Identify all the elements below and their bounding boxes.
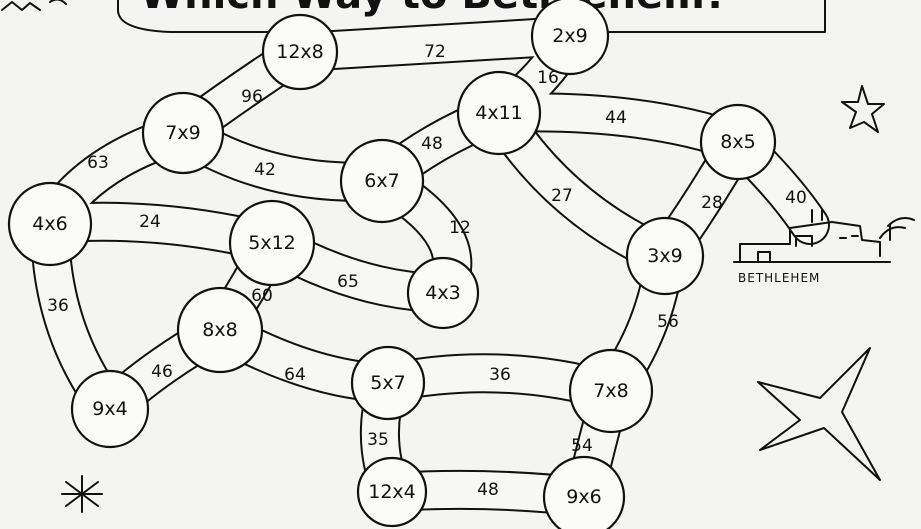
problem-node-4x3[interactable]: 4x3 (408, 258, 478, 328)
path-answer-label: 36 (47, 296, 69, 316)
path-answer-label: 36 (489, 365, 511, 385)
problem-node-5x7[interactable]: 5x7 (352, 347, 424, 419)
node-label: 9x4 (92, 398, 127, 420)
node-label: 12x8 (276, 41, 324, 63)
problem-node-7x9[interactable]: 7x9 (143, 93, 223, 173)
problem-node-8x5[interactable]: 8x5 (701, 105, 775, 179)
problem-node-4x11[interactable]: 4x11 (458, 72, 540, 154)
problem-node-4x6[interactable]: 4x6 (9, 183, 91, 265)
path-answer-label: 48 (421, 134, 443, 154)
node-label: 5x7 (370, 372, 405, 394)
problem-node-12x8a[interactable]: 12x8 (263, 15, 337, 89)
path-answer-label: 56 (657, 312, 679, 332)
node-label: 7x9 (165, 122, 200, 144)
path-answer-label: 40 (785, 188, 807, 208)
node-label: 4x3 (425, 282, 460, 304)
problem-node-8x8[interactable]: 8x8 (178, 288, 262, 372)
node-label: 4x6 (32, 213, 67, 235)
path-answer-label: 72 (424, 42, 446, 62)
star-large-icon (758, 348, 880, 480)
problem-node-9x6[interactable]: 9x6 (544, 457, 624, 529)
page-title: Which Way to Bethlehem? (140, 0, 728, 18)
path-answer-label: 64 (284, 365, 306, 385)
problem-node-6x7[interactable]: 6x7 (341, 140, 423, 222)
path-answer-label: 46 (151, 362, 173, 382)
node-label: 8x5 (720, 131, 755, 153)
node-label: 4x11 (475, 102, 523, 124)
problem-node-9x4[interactable]: 9x4 (72, 371, 148, 447)
path-answer-label: 60 (251, 286, 273, 306)
path-answer-label: 54 (571, 436, 593, 456)
problem-node-7x8[interactable]: 7x8 (570, 350, 652, 432)
path-answer-label: 24 (139, 212, 161, 232)
node-label: 9x6 (566, 486, 601, 508)
problem-node-5x12[interactable]: 5x12 (230, 201, 314, 285)
path-answer-label: 63 (87, 153, 109, 173)
problem-node-2x9[interactable]: 2x9 (532, 0, 608, 74)
asterisk-icon (62, 476, 102, 512)
path-answer-label: 65 (337, 272, 359, 292)
node-label: 2x9 (552, 25, 587, 47)
node-label: 3x9 (647, 245, 682, 267)
node-label: 7x8 (593, 380, 628, 402)
node-label: 8x8 (202, 319, 237, 341)
node-label: 12x4 (368, 481, 416, 503)
path-answer-label: 42 (254, 160, 276, 180)
path-answer-label: 28 (701, 193, 723, 213)
problem-node-3x9[interactable]: 3x9 (627, 218, 703, 294)
node-label: 6x7 (364, 170, 399, 192)
town-label: BETHLEHEM (738, 271, 820, 285)
path-answer-label: 44 (605, 108, 627, 128)
path-answer-label: 27 (551, 186, 573, 206)
path-answer-label: 35 (367, 430, 389, 450)
path-answer-label: 48 (477, 480, 499, 500)
problem-node-12x4[interactable]: 12x4 (358, 458, 426, 526)
path-answer-label: 12 (449, 218, 471, 238)
node-label: 5x12 (248, 232, 296, 254)
star-small-icon (842, 86, 884, 132)
path-answer-label: 96 (241, 87, 263, 107)
corner-doodle (2, 0, 66, 10)
